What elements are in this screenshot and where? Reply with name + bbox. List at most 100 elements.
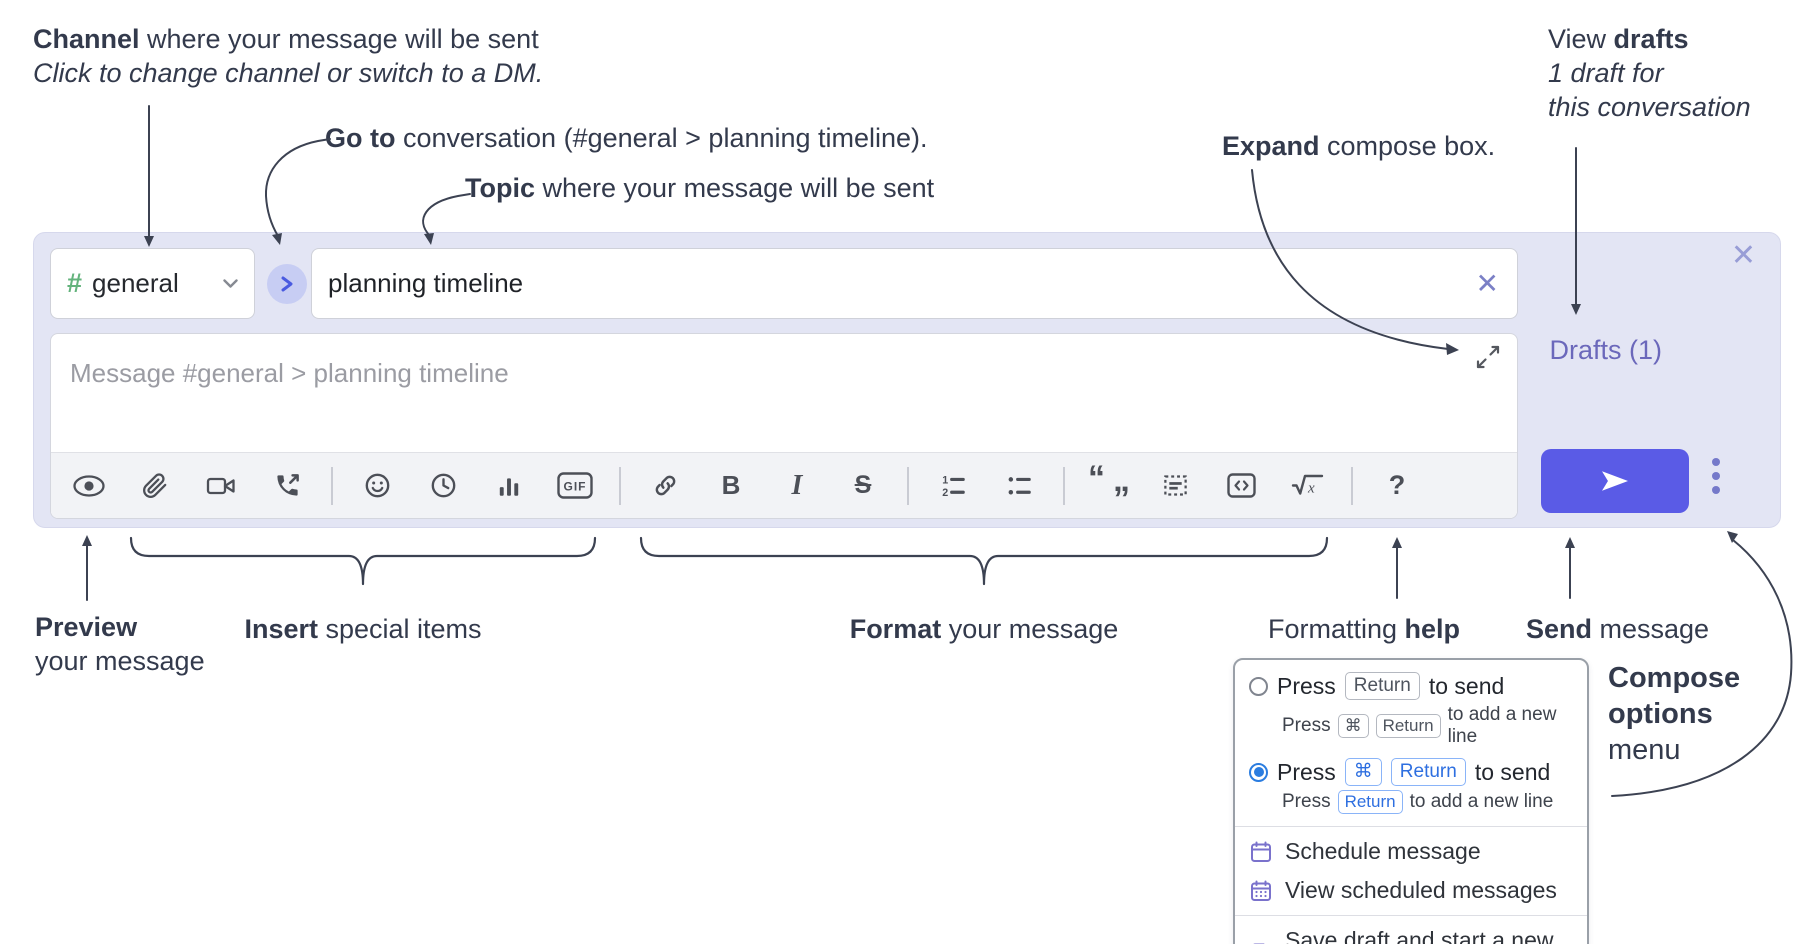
quote-icon: “	[1088, 458, 1105, 497]
poll-button[interactable]	[487, 464, 531, 508]
topic-annotation: Topic where your message will be sent	[465, 173, 935, 203]
chevron-right-icon	[281, 276, 293, 292]
strikethrough-button[interactable]: S	[841, 464, 885, 508]
toolbar-divider	[619, 466, 621, 505]
math-button[interactable]: x	[1285, 464, 1329, 508]
ellipsis-dot	[1712, 458, 1720, 466]
formatting-help-button[interactable]: ?	[1375, 464, 1419, 508]
expand-compose-icon[interactable]	[1475, 344, 1501, 370]
ellipsis-dot	[1712, 486, 1720, 494]
gif-icon: GIF	[557, 472, 593, 499]
bold-button[interactable]: B	[709, 464, 753, 508]
svg-text:x: x	[1307, 481, 1315, 497]
format-annotation: Format your message	[849, 614, 1119, 644]
bold-icon: B	[721, 470, 741, 500]
channel-selector[interactable]: # general	[50, 248, 255, 319]
link-button[interactable]	[643, 464, 687, 508]
toolbar-divider	[331, 466, 333, 505]
svg-text:GIF: GIF	[564, 480, 587, 494]
send-icon	[1602, 471, 1628, 491]
channel-name: general	[92, 268, 179, 298]
gif-button[interactable]: GIF	[553, 464, 597, 508]
spoiler-icon	[1163, 475, 1187, 496]
svg-text:1: 1	[942, 474, 948, 486]
italic-button[interactable]: I	[775, 464, 819, 508]
quote-icon: „	[1113, 460, 1130, 499]
eye-icon	[73, 474, 105, 497]
time-button[interactable]	[421, 464, 465, 508]
emoji-button[interactable]	[355, 464, 399, 508]
voice-call-button[interactable]	[265, 464, 309, 508]
italic-icon: I	[791, 469, 803, 501]
return-key: Return	[1390, 758, 1466, 786]
formatting-help-annotation: Formatting help	[1268, 614, 1461, 644]
phone-call-icon	[276, 474, 299, 496]
toolbar-divider	[1063, 466, 1065, 505]
toolbar-divider	[907, 466, 909, 505]
return-key: Return	[1337, 790, 1403, 814]
clear-topic-icon[interactable]: ✕	[1475, 267, 1499, 299]
go-to-conversation-button[interactable]	[267, 264, 307, 304]
cmd-key: ⌘	[1337, 714, 1369, 738]
menu-divider	[1235, 915, 1587, 916]
send-annotation: Send message	[1526, 614, 1710, 644]
paperclip-icon	[143, 472, 167, 498]
strikethrough-icon: S	[854, 471, 872, 499]
calendar-icon	[1251, 841, 1271, 862]
topic-input-wrapper: ✕	[311, 248, 1518, 319]
expand-annotation: Expand compose box.	[1222, 131, 1496, 161]
compose-options-button[interactable]	[1712, 458, 1720, 494]
channel-annotation: Channel where your message will be sent …	[33, 24, 544, 88]
numbered-list-icon: 1 2	[942, 474, 965, 499]
compose-box: # general ✕ ✕	[33, 232, 1781, 528]
code-button[interactable]	[1219, 464, 1263, 508]
return-key: Return	[1344, 672, 1420, 700]
radio-unchecked-icon[interactable]	[1249, 676, 1268, 696]
preview-button[interactable]	[67, 464, 111, 508]
bulleted-list-button[interactable]	[997, 464, 1041, 508]
bar-chart-icon	[499, 477, 519, 496]
return-key: Return	[1375, 714, 1441, 738]
calendar-grid-icon	[1251, 880, 1271, 901]
svg-text:2: 2	[942, 487, 948, 499]
quote-button[interactable]: “ „	[1087, 458, 1131, 508]
chevron-down-icon	[223, 278, 238, 288]
menu-divider	[1235, 826, 1587, 827]
link-icon	[655, 475, 675, 496]
bulleted-list-icon	[1008, 477, 1031, 495]
video-camera-icon	[206, 477, 235, 494]
channel-hash-icon: #	[67, 268, 83, 298]
spoiler-button[interactable]	[1153, 464, 1197, 508]
message-input[interactable]	[51, 334, 1517, 452]
menu-item-schedule-message[interactable]: Schedule message	[1235, 832, 1587, 871]
video-call-button[interactable]	[199, 464, 243, 508]
view-drafts-annotation: View drafts 1 draft for this conversatio…	[1548, 24, 1751, 122]
math-formula-icon: x	[1291, 474, 1323, 497]
clock-icon	[431, 473, 455, 498]
close-compose-icon[interactable]: ✕	[1730, 239, 1756, 272]
cmd-key: ⌘	[1344, 758, 1382, 786]
numbered-list-button[interactable]: 1 2	[931, 464, 975, 508]
send-button[interactable]	[1541, 449, 1689, 513]
code-icon	[1226, 473, 1256, 498]
radio-checked-icon[interactable]	[1249, 762, 1268, 782]
insert-annotation: Insert special items	[244, 614, 482, 644]
menu-item-save-draft[interactable]: Save draft and start a new message	[1235, 921, 1587, 944]
menu-item-view-scheduled[interactable]: View scheduled messages	[1235, 871, 1587, 910]
drafts-link[interactable]: Drafts (1)	[1549, 335, 1662, 365]
compose-toolbar: GIF B I S	[51, 452, 1517, 518]
question-mark-icon: ?	[1388, 470, 1406, 500]
smiley-icon	[365, 473, 389, 498]
ellipsis-dot	[1712, 472, 1720, 480]
topic-input[interactable]	[312, 268, 1458, 299]
goto-annotation: Go to conversation (#general > planning …	[325, 123, 928, 153]
attach-file-button[interactable]	[133, 464, 177, 508]
